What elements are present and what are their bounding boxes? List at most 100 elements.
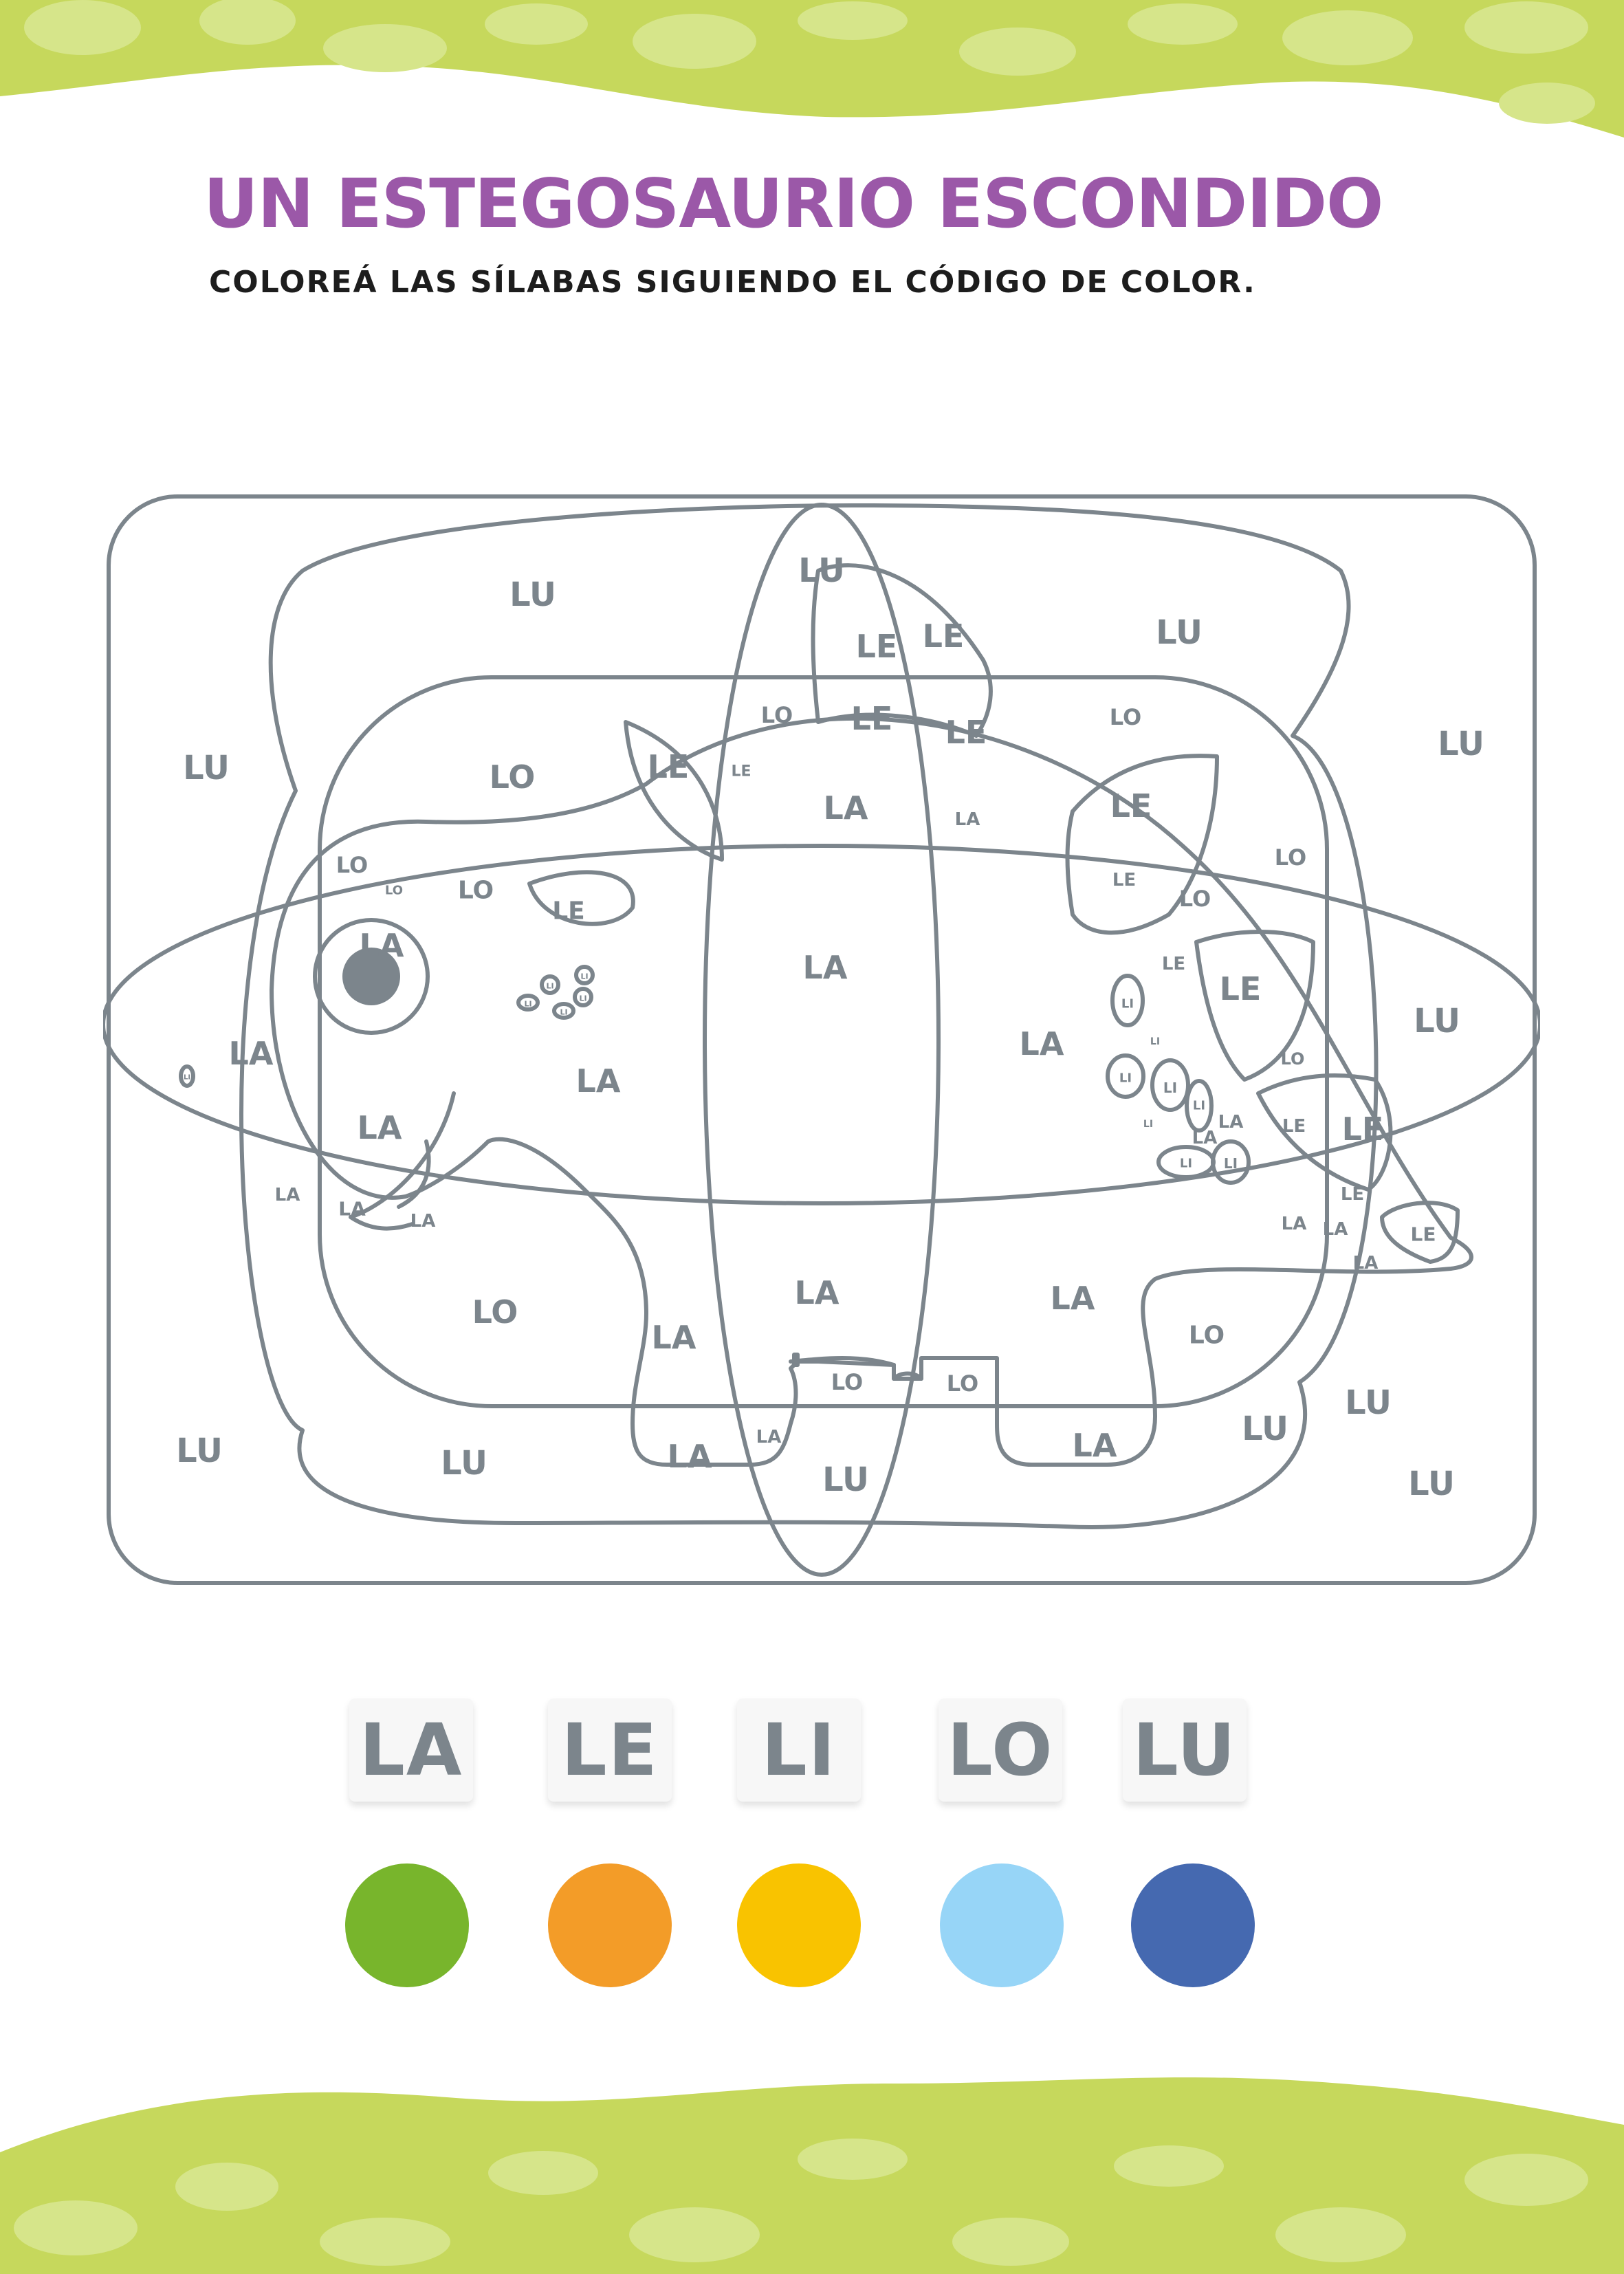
stegosaurus-mouth [349,1091,456,1231]
syllable-label: LU [183,749,230,787]
syllable-label: LA [338,1198,366,1221]
top-decorative-band [0,0,1624,138]
syllable-label: LE [851,700,893,737]
syllable-label: LU [1438,725,1484,763]
plate-5 [1194,930,1315,1082]
syllable-label: LA [1051,1280,1095,1317]
syllable-label: LO [761,702,793,728]
syllable-label: LI [579,994,586,1003]
syllable-label: LA [795,1274,840,1311]
syllable-label: LA [652,1319,696,1356]
syllable-label: LO [1189,1322,1225,1350]
syllable-label: LA [668,1438,712,1475]
syllable-label: LI [524,1000,531,1009]
syllable-label: LO [831,1369,863,1395]
instructions-text: COLOREÁ LAS SÍLABAS SIGUIENDO EL CÓDIGO … [209,265,1256,300]
plate-6 [1256,1073,1393,1192]
syllable-label: LE [731,763,751,780]
syllable-label: LU [1156,613,1203,652]
syllable-label: LE [945,714,987,751]
plate-2 [527,870,635,926]
syllable-label: LE [1342,1111,1384,1148]
syllable-label: LI [1121,997,1134,1012]
spot-10 [573,987,593,1007]
syllable-label: LO [458,877,494,905]
stegosaurus-eye-outline [313,918,430,1035]
spot-1 [1110,974,1145,1027]
legend-chip-li: LI [737,1698,861,1802]
syllable-label: LI [1119,1071,1132,1086]
page-title: UN ESTEGOSAURIO ESCONDIDO [204,165,1383,243]
syllable-label: LI [184,1074,190,1082]
legend-chip-la: LA [349,1698,473,1802]
syllable-label: LO [1275,844,1306,871]
syllable-label: LE [1162,954,1185,974]
syllable-label: LA [1218,1112,1244,1133]
syllable-label: LE [1112,870,1136,890]
syllable-label: LE [1282,1116,1306,1137]
plate-7 [1380,1201,1460,1264]
swatch-orange [548,1863,672,1987]
coloring-puzzle: LU LU LU LU LU LU LU LU LU LU LU LU LE L… [103,494,1540,1585]
syllable-label: LO [947,1370,978,1397]
syllable-label: LI [1150,1036,1160,1047]
spot-9 [552,1002,575,1020]
stegosaurus-pupil [342,948,400,1005]
syllable-label: LE [923,617,965,655]
syllable-label: LE [1341,1184,1364,1205]
syllable-label: LU [509,576,556,614]
syllable-label: LA [1282,1214,1307,1234]
syllable-label: LA [1323,1219,1348,1240]
syllable-label: LU [822,1461,869,1499]
bottom-band-spots [14,2139,1588,2266]
syllable-label: LO [1110,704,1141,730]
spot-8 [540,974,560,995]
syllable-label: LA [229,1035,274,1072]
swatch-light-blue [940,1863,1064,1987]
syllable-label: LA [756,1427,782,1447]
syllable-label: LI [560,1008,567,1017]
syllable-label: LA [410,1211,436,1232]
foot-divider [789,1356,923,1381]
syllable-label: LE [1220,970,1262,1007]
syllable-label: LI [546,982,553,991]
bottom-decorative-band [0,2077,1624,2274]
outer-blob-outline [239,503,1379,1529]
top-band-spots [24,0,1595,124]
swatch-green [345,1863,469,1987]
syllable-label: LI [1163,1080,1177,1096]
syllable-label: LU [176,1432,223,1470]
syllable-label: LA [803,949,848,986]
puzzle-frame [107,494,1537,1585]
legend-chip-lo: LO [939,1698,1062,1802]
syllable-label: LO [1179,886,1211,912]
spot-12 [179,1064,195,1088]
syllable-label: LE [1110,787,1152,824]
syllable-label: LE [1411,1223,1436,1246]
syllable-label: LU [1242,1410,1288,1448]
syllable-label: LE [856,628,898,665]
legend-chip-le: LE [548,1698,672,1802]
syllable-label: LI [1193,1099,1205,1113]
syllable-label: LO [472,1293,518,1331]
syllable-label: LA [1020,1025,1064,1062]
horizontal-ellipse [103,844,1540,1205]
syllable-label: LI [1143,1119,1153,1130]
syllable-label: LA [576,1062,621,1100]
plate-1 [624,720,724,862]
syllable-label: LI [1180,1157,1192,1171]
syllable-label: LA [360,927,404,964]
plate-4 [1065,754,1219,935]
syllable-label: LA [1192,1128,1218,1148]
spot-3 [1150,1058,1190,1112]
syllable-label: LA [955,809,980,830]
syllable-label: LU [1414,1002,1460,1040]
syllable-label: LE [552,897,585,926]
spot-2 [1106,1053,1145,1099]
syllable-label: LO [1281,1049,1305,1069]
syllable-label: LA [824,789,868,827]
stegosaurus-body-outline [270,717,1473,1467]
spot-7 [516,994,540,1012]
syllable-label: LE [648,748,690,785]
legend-chip-lu: LU [1123,1698,1247,1802]
